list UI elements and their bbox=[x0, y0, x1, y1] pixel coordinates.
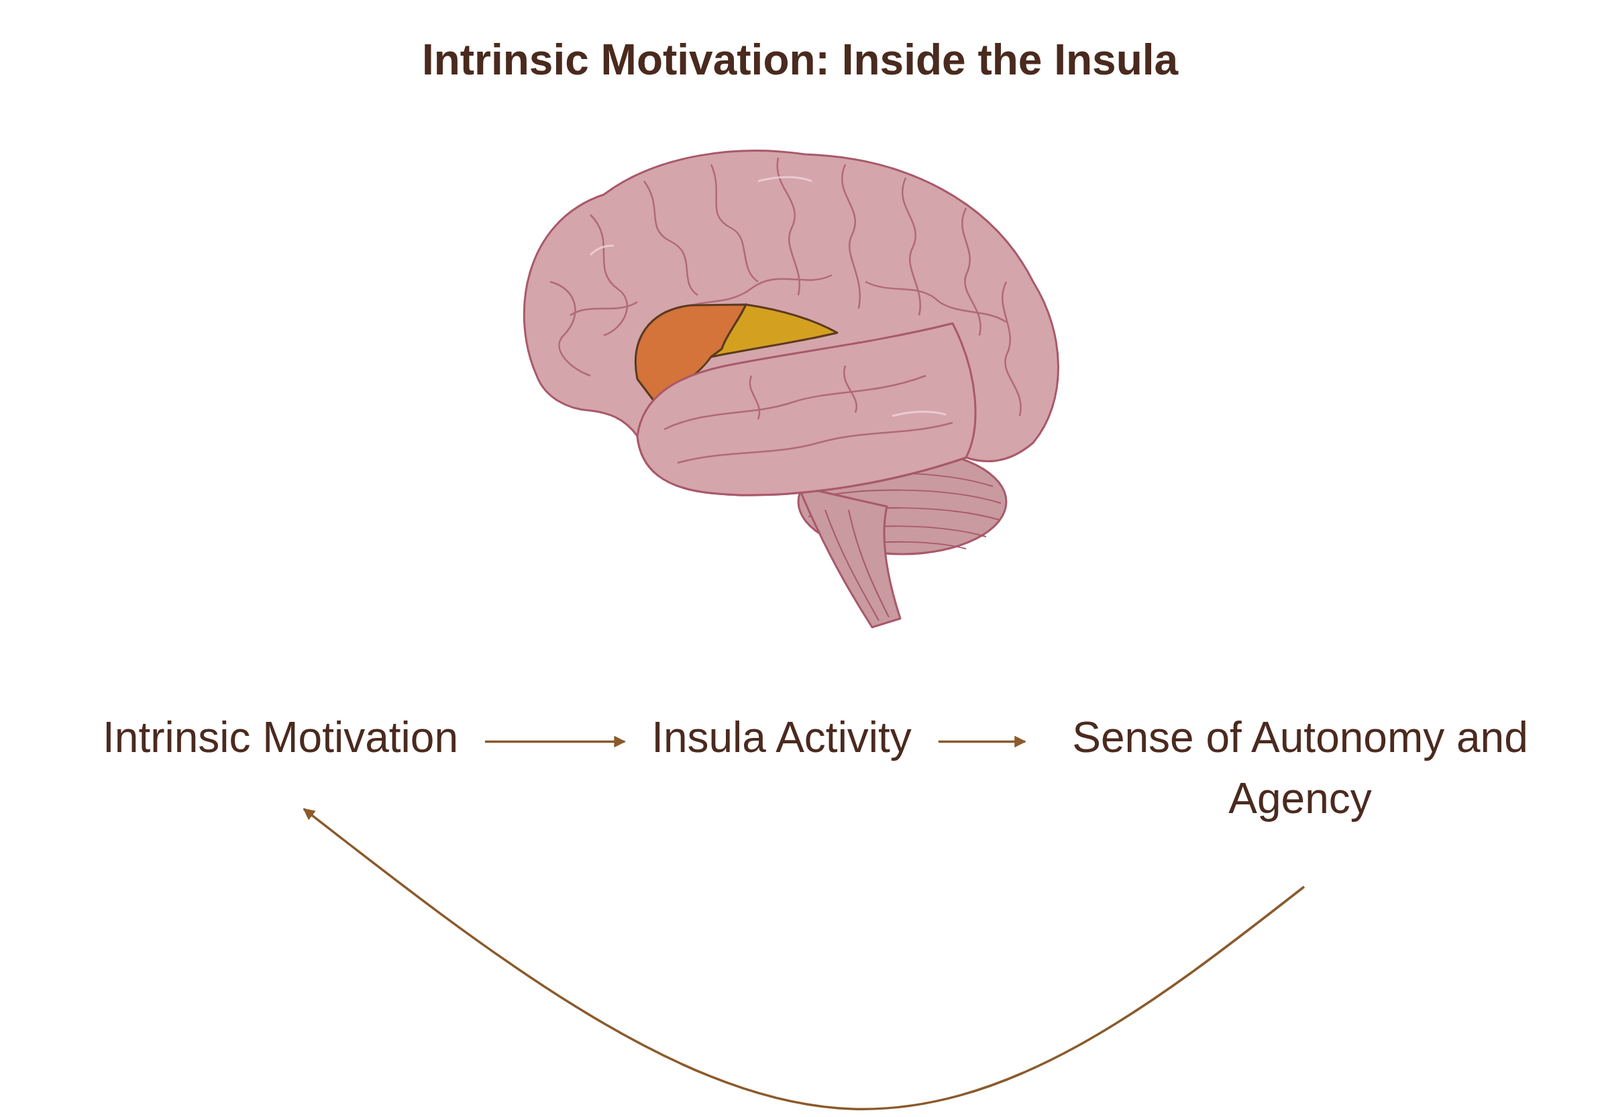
flow-arrow bbox=[303, 809, 1305, 1109]
concept-node: Sense of Autonomy and Agency bbox=[1045, 703, 1556, 834]
concept-node: Insula Activity bbox=[644, 703, 919, 773]
node-label: Intrinsic Motivation bbox=[102, 707, 459, 769]
node-label: Insula Activity bbox=[651, 707, 912, 769]
node-label: Sense of Autonomy and Agency bbox=[1051, 707, 1549, 830]
concept-node: Intrinsic Motivation bbox=[95, 703, 465, 773]
brainstem-lines bbox=[825, 509, 889, 621]
brainstem bbox=[798, 486, 901, 628]
flow-arrow bbox=[485, 740, 625, 744]
flow-arrow bbox=[938, 740, 1026, 744]
cerebrum bbox=[523, 150, 1058, 496]
temporal-gyri bbox=[664, 365, 953, 463]
diagram-title: Intrinsic Motivation: Inside the Insula bbox=[0, 34, 1600, 85]
highlights bbox=[590, 177, 946, 416]
temporal-lobe bbox=[637, 323, 976, 496]
